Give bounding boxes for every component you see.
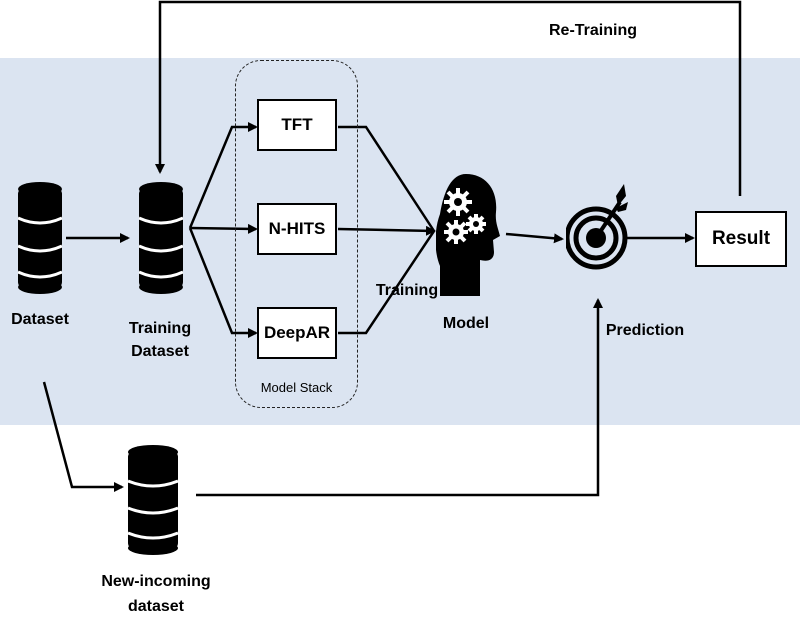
retraining-loop-line xyxy=(155,0,742,196)
model-to-prediction-arrow xyxy=(505,232,564,244)
fanout-to-deepar xyxy=(188,227,258,338)
training-label: Training xyxy=(375,282,439,299)
retraining-label: Re-Training xyxy=(548,22,637,39)
model-stack-label: Model Stack xyxy=(260,380,333,395)
deepar-to-model xyxy=(338,230,436,335)
pipeline-band xyxy=(0,58,800,425)
model-label: Model xyxy=(442,315,490,332)
head-gears-icon xyxy=(436,174,500,296)
training-dataset-database-icon xyxy=(139,182,183,294)
model-stack-frame xyxy=(235,60,358,408)
new-incoming-label-line2: dataset xyxy=(127,598,185,615)
nhits-to-model xyxy=(337,225,436,236)
dataset-to-newincoming-arrow xyxy=(42,381,124,492)
prediction-label: Prediction xyxy=(605,322,685,339)
fanout-to-tft xyxy=(188,122,258,229)
result-box: Result xyxy=(695,211,787,267)
newincoming-to-prediction-line xyxy=(196,298,603,497)
model-box-deepar: DeepAR xyxy=(257,307,337,359)
training-dataset-label-line1: Training xyxy=(128,320,192,337)
new-incoming-database-icon xyxy=(128,445,178,555)
training-dataset-label-line2: Dataset xyxy=(131,343,189,360)
model-box-nhits: N-HITS xyxy=(257,203,337,255)
dataset-label: Dataset xyxy=(11,311,69,328)
tft-to-model xyxy=(338,125,436,232)
target-icon xyxy=(566,184,628,270)
new-incoming-label-line1: New-incoming xyxy=(101,573,211,590)
fanout-to-nhits xyxy=(189,223,258,234)
model-box-tft: TFT xyxy=(257,99,337,151)
dataset-database-icon xyxy=(18,182,62,294)
